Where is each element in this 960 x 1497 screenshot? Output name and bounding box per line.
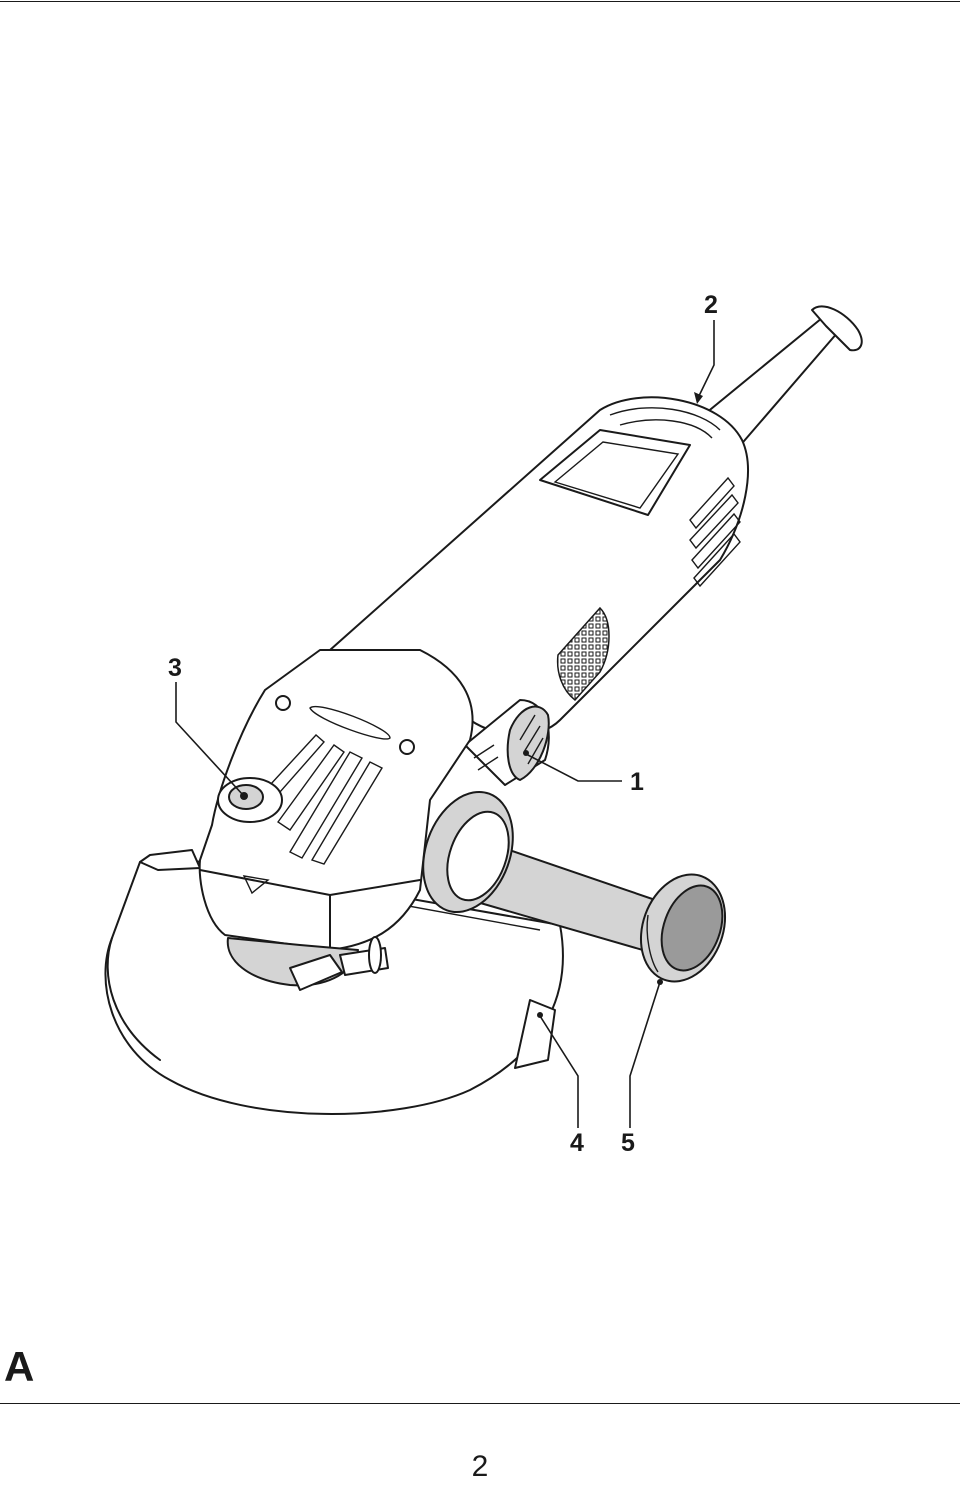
page-number: 2: [471, 1450, 489, 1483]
on-off-switch: [464, 699, 550, 786]
rear-vents: [689, 476, 741, 588]
motor-housing: [329, 396, 749, 736]
spindle-lock-button: [217, 777, 283, 823]
callout-4: 4: [570, 1129, 584, 1157]
callout-1: 1: [630, 768, 644, 796]
front-vent-grille: [556, 606, 610, 702]
screw-icon: [275, 695, 291, 711]
callout-5: 5: [621, 1129, 635, 1157]
top-rule: [0, 1, 960, 2]
callout-3: 3: [168, 654, 182, 682]
power-cord: [699, 305, 863, 449]
spindle-flange: [226, 936, 389, 991]
figure-letter: A: [4, 1343, 35, 1390]
side-handle: [422, 790, 727, 983]
screw-icon: [399, 739, 415, 755]
rotation-arrow-icon: [242, 875, 270, 895]
callout-2: 2: [704, 291, 718, 319]
callout-leaders: [175, 320, 715, 1128]
bottom-rule: [0, 1403, 960, 1404]
